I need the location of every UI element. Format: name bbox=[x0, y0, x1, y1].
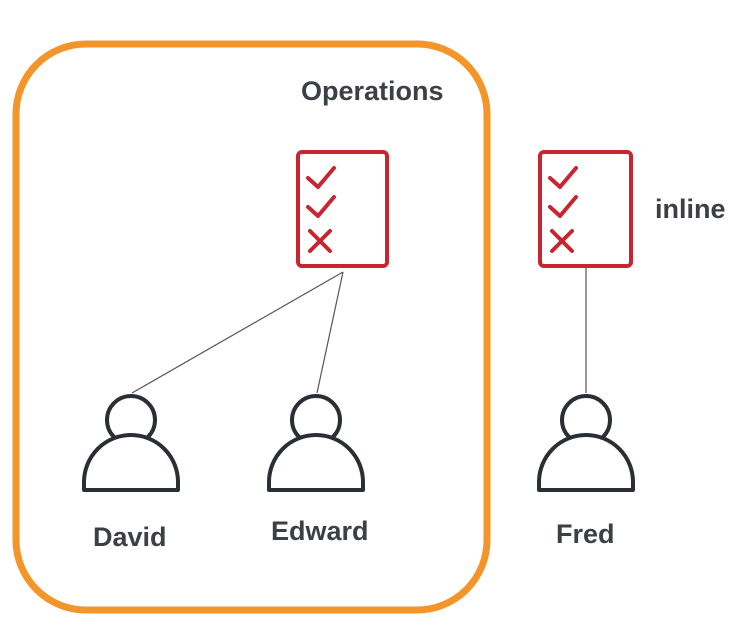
operations-group-box bbox=[12, 40, 491, 614]
inline-policy-icon bbox=[538, 150, 633, 268]
user-name-fred: Fred bbox=[556, 519, 615, 549]
user-name-david: David bbox=[93, 522, 167, 552]
connector-policy-to-david bbox=[131, 271, 344, 394]
user-name-edward: Edward bbox=[271, 516, 369, 546]
david-user-icon bbox=[82, 394, 180, 492]
fred-user-icon bbox=[537, 394, 635, 492]
group-policy-icon bbox=[296, 150, 389, 268]
group-name-label: Operations bbox=[301, 76, 444, 106]
connector-policy-to-edward bbox=[316, 271, 344, 394]
inline-policy-label: inline bbox=[655, 194, 726, 224]
edward-user-icon bbox=[267, 394, 365, 492]
